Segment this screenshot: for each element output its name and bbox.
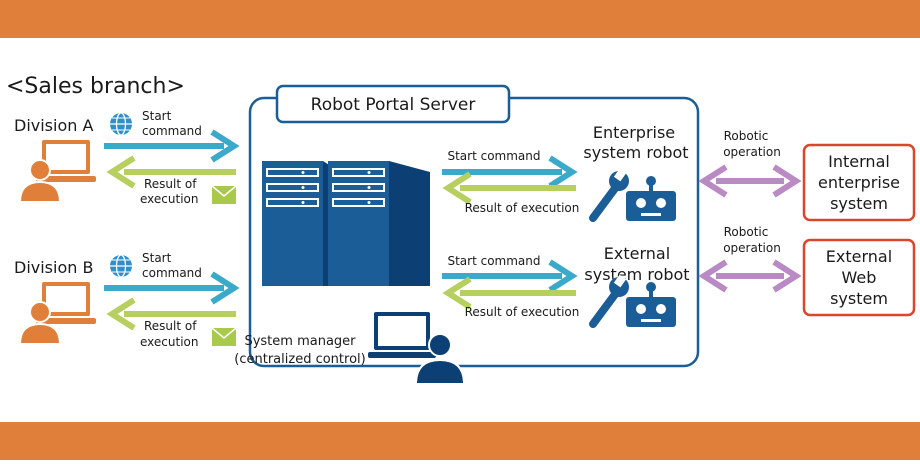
external-op-label-1: Robotic — [724, 225, 769, 239]
division-b-start-label-2: command — [142, 266, 202, 280]
internal-system-line-1: Internal — [828, 152, 890, 171]
external-op-label-2: operation — [723, 241, 781, 255]
internal-system-line-2: enterprise — [818, 173, 900, 192]
robot-icon — [626, 282, 676, 327]
server-title: Robot Portal Server — [311, 95, 476, 115]
sales-branch-label: <Sales branch> — [6, 74, 185, 99]
external-web-system-box — [802, 238, 916, 317]
external-system-line-3: system — [830, 289, 888, 308]
external-robot-name-2: system robot — [584, 265, 689, 284]
division-b-result-label-1: Result of — [144, 319, 197, 333]
division-b-label: Division B — [14, 258, 93, 277]
top-band — [0, 0, 920, 38]
enterprise-robot-name-2: system robot — [583, 143, 688, 162]
internal-system-line-3: system — [830, 194, 888, 213]
mail-icon — [211, 327, 237, 346]
globe-icon — [110, 254, 132, 278]
division-a-result-label-2: execution — [140, 192, 198, 206]
division-a-start-label-2: command — [142, 124, 202, 138]
bottom-band — [0, 422, 920, 460]
division-a-user-icon — [19, 139, 97, 203]
internal-enterprise-system-box — [802, 143, 916, 222]
enterprise-start-arrow — [442, 155, 578, 189]
server-rack-icon — [328, 161, 430, 286]
division-b-user-icon — [19, 281, 97, 345]
division-a-start-label-1: Start — [142, 109, 172, 123]
system-manager-line-2: (centralized control) — [234, 352, 365, 367]
enterprise-op-label-1: Robotic — [724, 129, 769, 143]
external-system-line-2: Web — [842, 268, 877, 287]
globe-icon — [110, 112, 132, 136]
external-result-label: Result of execution — [465, 305, 580, 319]
enterprise-start-label: Start command — [447, 149, 540, 163]
division-b-start-arrow — [104, 271, 240, 305]
external-start-arrow — [442, 259, 578, 293]
division-a-label: Division A — [14, 116, 93, 135]
enterprise-result-label: Result of execution — [465, 201, 580, 215]
external-robot-name-1: External — [604, 244, 670, 263]
enterprise-robot-name-1: Enterprise — [593, 123, 675, 142]
external-operation-arrow — [698, 259, 802, 293]
division-a-result-arrow — [106, 155, 236, 189]
system-manager-icon — [368, 312, 466, 385]
wrench-icon — [589, 168, 629, 222]
enterprise-op-label-2: operation — [723, 145, 781, 159]
division-a-start-arrow — [104, 129, 240, 163]
wrench-icon — [589, 274, 629, 328]
division-b-result-arrow — [106, 297, 236, 331]
server-title-box — [275, 84, 511, 124]
external-start-label: Start command — [447, 254, 540, 268]
enterprise-result-arrow — [442, 171, 576, 205]
robot-icon — [626, 176, 676, 221]
division-b-result-label-2: execution — [140, 335, 198, 349]
external-result-arrow — [442, 276, 576, 310]
enterprise-operation-arrow — [698, 164, 802, 198]
mail-icon — [211, 185, 237, 204]
division-a-result-label-1: Result of — [144, 177, 197, 191]
external-system-line-1: External — [826, 247, 892, 266]
division-b-start-label-1: Start — [142, 251, 172, 265]
system-manager-line-1: System manager — [244, 334, 356, 349]
